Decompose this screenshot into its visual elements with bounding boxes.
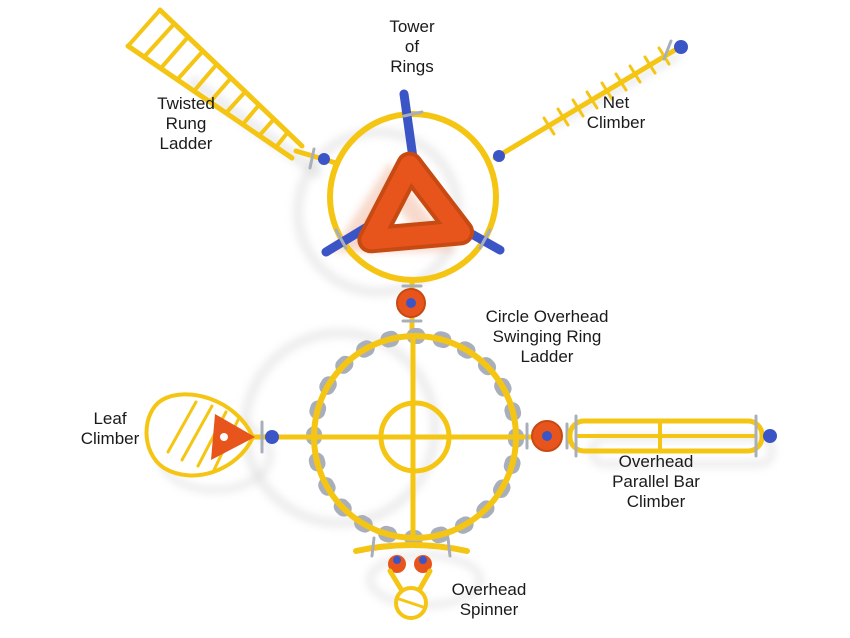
leaf-climber xyxy=(144,392,279,478)
net-rung xyxy=(628,64,642,84)
ladder-rung xyxy=(208,76,233,104)
ladder-rung xyxy=(142,22,176,59)
spinner-hub-edge xyxy=(396,288,426,318)
ring-tower-body xyxy=(361,155,471,250)
clamp xyxy=(446,536,452,558)
connector-ball xyxy=(763,429,777,443)
connector-ball xyxy=(674,40,688,54)
clamp xyxy=(308,147,316,170)
clamp xyxy=(402,110,424,118)
clamp xyxy=(478,228,492,250)
hub-ball xyxy=(393,556,401,564)
label-net-climber: Net Climber xyxy=(586,92,646,132)
connector-ball xyxy=(318,153,330,165)
label-overhead-spinner: Overhead Spinner xyxy=(451,579,527,619)
ladder-rung xyxy=(159,35,190,70)
leaf-vein xyxy=(166,400,198,454)
spinner-hub-edge xyxy=(531,420,563,452)
net-rung xyxy=(571,98,585,118)
shadow-ghost xyxy=(186,75,324,180)
net-rail xyxy=(492,47,678,161)
net-climber xyxy=(492,39,688,162)
hub-ball xyxy=(406,298,416,308)
overhead-parallel-bar-climber xyxy=(567,414,777,458)
ladder-rung xyxy=(257,117,276,138)
hub-ball xyxy=(542,431,552,441)
label-leaf-climber: Leaf Climber xyxy=(80,408,140,448)
connector-ball xyxy=(493,150,505,162)
twisted-rung-ladder xyxy=(125,7,339,170)
leaf-tip-dot xyxy=(220,433,228,441)
net-rung xyxy=(600,81,614,101)
label-twisted-rung-ladder: Twisted Rung Ladder xyxy=(157,93,215,154)
shadow-ghost xyxy=(543,51,682,134)
clamp xyxy=(334,228,348,250)
ladder-rung xyxy=(126,8,162,48)
ladder-rung xyxy=(241,103,261,126)
leaf-tip xyxy=(211,414,255,460)
hub-ball xyxy=(419,556,427,564)
overhead-spinner xyxy=(353,536,470,620)
ladder-rung xyxy=(175,49,205,82)
clamp xyxy=(662,39,673,61)
net-rung xyxy=(614,72,628,92)
spinner-wheel-spoke xyxy=(397,597,425,609)
tower-arm xyxy=(399,89,418,163)
net-rung xyxy=(585,90,599,110)
circle-bars-connector xyxy=(525,420,569,452)
clamp xyxy=(370,536,376,558)
tower-circle-connector xyxy=(396,277,426,341)
net-rung xyxy=(542,116,556,136)
label-tower-of-rings: Tower of Rings xyxy=(389,16,435,77)
label-overhead-parallel-bar-climber: Overhead Parallel Bar Climber xyxy=(612,451,700,512)
connector-ball xyxy=(265,430,279,444)
ladder-rung xyxy=(274,130,290,149)
label-circle-overhead-swinging-ring-ladder: Circle Overhead Swinging Ring Ladder xyxy=(485,306,609,367)
ladder-rung xyxy=(224,90,247,115)
tower-of-rings xyxy=(321,89,505,283)
ladder-rung xyxy=(192,62,219,93)
circle-overhead-swinging-ring-ladder xyxy=(250,328,563,546)
net-rung xyxy=(643,55,657,75)
leaf-vein xyxy=(180,404,214,462)
spinner-top-bar xyxy=(353,542,470,554)
parallel-bars-frame xyxy=(567,418,765,454)
net-rung xyxy=(556,107,570,127)
